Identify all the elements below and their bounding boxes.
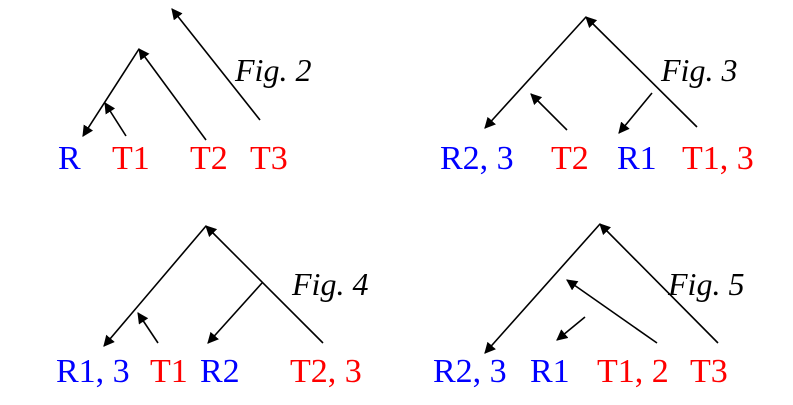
leaf-label: R1 [530, 353, 570, 390]
label-part: R2 [200, 353, 240, 390]
edge-arrow [556, 316, 586, 341]
label-part: R1 [617, 140, 657, 177]
leaf-label: R [58, 140, 81, 177]
label-part: T2, 3 [290, 353, 362, 390]
leaf-label: T3 [250, 140, 288, 177]
edge-arrow [103, 225, 207, 347]
figure-caption: Fig. 2 [234, 52, 311, 88]
leaf-label: T3 [690, 353, 728, 390]
edge-arrow [138, 48, 207, 141]
label-part: T1 [150, 353, 188, 390]
leaf-label: T1, 2 [597, 353, 669, 390]
edge-arrow [137, 312, 159, 344]
label-part: R1 [530, 353, 570, 390]
leaf-label: T2 [551, 140, 589, 177]
label-part: T1, 2 [597, 353, 669, 390]
label-part: T3 [690, 353, 728, 390]
label-part: T3 [250, 140, 288, 177]
edge-arrow [484, 223, 601, 354]
leaf-label: T1 [150, 353, 188, 390]
leaf-label: R1, 3 [56, 353, 130, 390]
edge-arrow [82, 48, 140, 137]
figure-2: Fig. 2 R T1 T2 T3 [58, 8, 311, 177]
figure-caption: Fig. 4 [291, 266, 368, 302]
edge-arrow [585, 16, 698, 128]
figure-3: Fig. 3 R2, 3 T2 R1 T1, 3 [440, 16, 754, 177]
edge-arrow [484, 16, 587, 129]
edge-arrow [566, 279, 658, 344]
figure-caption: Fig. 3 [660, 52, 737, 88]
leaf-label: T1, 3 [682, 140, 754, 177]
edge-arrow [104, 102, 127, 137]
leaf-label: R1 [617, 140, 657, 177]
figure-5: Fig. 5 R2, 3 R1 T1, 2 T3 [433, 223, 744, 390]
edge-arrow [530, 93, 568, 131]
figure-caption: Fig. 5 [667, 266, 744, 302]
leaf-label: T2, 3 [290, 353, 362, 390]
edge-arrow [618, 92, 653, 134]
edge-arrow [171, 8, 261, 121]
label-part: T2 [190, 140, 228, 177]
label-part: R1, 3 [56, 353, 130, 390]
leaf-label: R2, 3 [433, 353, 507, 390]
edge-arrow [205, 225, 324, 344]
leaf-label: T2 [190, 140, 228, 177]
label-part: T1, 3 [682, 140, 754, 177]
leaf-label: R2, 3 [440, 140, 514, 177]
leaf-label: T1 [112, 140, 150, 177]
leaf-label: R2 [200, 353, 240, 390]
edge-arrow [207, 282, 263, 344]
edge-arrow [599, 223, 719, 344]
label-part: R2, 3 [440, 140, 514, 177]
label-part: R [58, 140, 81, 177]
figure-4: Fig. 4 R1, 3 T1 R2 T2, 3 [56, 225, 368, 390]
label-part: R2, 3 [433, 353, 507, 390]
label-part: T2 [551, 140, 589, 177]
label-part: T1 [112, 140, 150, 177]
